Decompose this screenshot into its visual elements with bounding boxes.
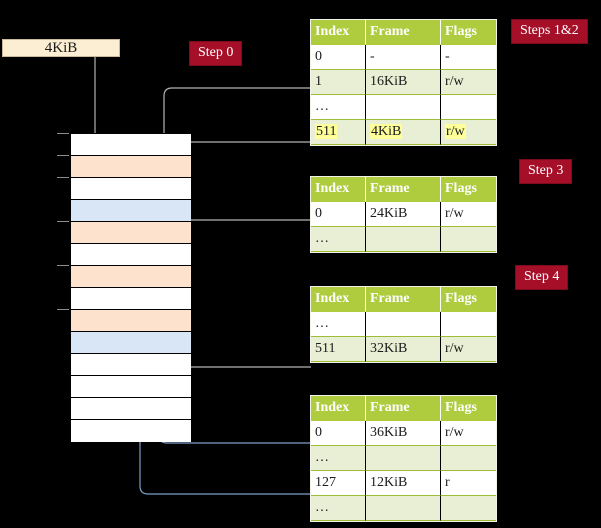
memory-frame-row xyxy=(71,134,191,156)
table-cell: 32KiB xyxy=(366,337,441,362)
column-header-frame: Frame xyxy=(366,20,441,45)
table-cell: r/w xyxy=(441,120,496,145)
table-row: … xyxy=(311,95,496,120)
source-frame-box: 4KiB xyxy=(2,39,120,57)
memory-row-tick xyxy=(57,155,69,156)
table-cell: 16KiB xyxy=(366,70,441,95)
memory-frame-row xyxy=(71,156,191,178)
highlighted-value: 511 xyxy=(315,123,338,139)
table-cell: … xyxy=(311,95,366,120)
memory-frame-row xyxy=(71,420,191,442)
memory-frame-row xyxy=(71,398,191,420)
column-header-index: Index xyxy=(311,177,366,202)
table-row: … xyxy=(311,496,496,521)
table-cell xyxy=(441,446,496,471)
memory-frame-row xyxy=(71,222,191,244)
table-cell: 0 xyxy=(311,202,366,227)
table-cell xyxy=(441,496,496,521)
table-cell xyxy=(366,446,441,471)
table-cell: 127 xyxy=(311,471,366,496)
memory-frame-row xyxy=(71,178,191,200)
column-header-index: Index xyxy=(311,396,366,421)
table-cell: … xyxy=(311,227,366,252)
table-cell: 24KiB xyxy=(366,202,441,227)
memory-row-tick xyxy=(57,265,69,266)
table-cell: … xyxy=(311,496,366,521)
table-row: … xyxy=(311,227,496,252)
table-cell: r xyxy=(441,471,496,496)
column-header-index: Index xyxy=(311,20,366,45)
table-cell: 1 xyxy=(311,70,366,95)
table-row: … xyxy=(311,446,496,471)
table-row: 511 4KiB r/w xyxy=(311,120,496,145)
column-header-frame: Frame xyxy=(366,396,441,421)
table-row: 0-- xyxy=(311,45,496,70)
memory-frame-row xyxy=(71,244,191,266)
table-cell: r/w xyxy=(441,421,496,446)
table-cell xyxy=(366,312,441,337)
column-header-flags: Flags xyxy=(441,396,496,421)
table-cell: 4KiB xyxy=(366,120,441,145)
table-cell: r/w xyxy=(441,202,496,227)
memory-row-tick xyxy=(57,177,69,178)
table-cell: … xyxy=(311,312,366,337)
step-label-step-3: Step 3 xyxy=(519,159,573,184)
highlighted-value: r/w xyxy=(445,123,466,139)
table-cell xyxy=(441,312,496,337)
step-label-steps-1-2: Steps 1&2 xyxy=(511,19,588,44)
table-cell: 511 xyxy=(311,120,366,145)
table-cell xyxy=(366,496,441,521)
table-cell xyxy=(441,95,496,120)
table-cell xyxy=(366,95,441,120)
table-cell: … xyxy=(311,446,366,471)
wire-table3-row0-to-memory xyxy=(177,219,311,258)
step-label-step-4: Step 4 xyxy=(515,265,569,290)
table-cell: r/w xyxy=(441,70,496,95)
memory-frame-row xyxy=(71,332,191,354)
memory-row-tick xyxy=(57,309,69,310)
memory-frame-row xyxy=(71,266,191,288)
column-header-flags: Flags xyxy=(441,177,496,202)
memory-frame-row xyxy=(71,376,191,398)
memory-row-tick xyxy=(57,221,69,222)
table-cell: - xyxy=(366,45,441,70)
table-cell xyxy=(441,227,496,252)
column-header-frame: Frame xyxy=(366,287,441,312)
wire-table2-row511-to-memory xyxy=(174,306,311,368)
table-row: … xyxy=(311,312,496,337)
column-header-flags: Flags xyxy=(441,287,496,312)
table-cell: 0 xyxy=(311,421,366,446)
wire-table4-row511-to-memory xyxy=(171,141,311,156)
table-cell: 12KiB xyxy=(366,471,441,496)
column-header-frame: Frame xyxy=(366,177,441,202)
table-cell: - xyxy=(441,45,496,70)
table-cell xyxy=(366,227,441,252)
highlighted-value: 4KiB xyxy=(370,123,403,139)
memory-frame-row xyxy=(71,310,191,332)
step-label-step-0: Step 0 xyxy=(189,41,243,66)
table-cell: 36KiB xyxy=(366,421,441,446)
memory-frame-row xyxy=(71,288,191,310)
column-header-flags: Flags xyxy=(441,20,496,45)
memory-row-tick xyxy=(57,133,69,134)
table-cell: 511 xyxy=(311,337,366,362)
table-cell: r/w xyxy=(441,337,496,362)
column-header-index: Index xyxy=(311,287,366,312)
table-cell: 0 xyxy=(311,45,366,70)
memory-frame-row xyxy=(71,200,191,222)
memory-frame-row xyxy=(71,354,191,376)
physical-memory-column xyxy=(70,133,191,442)
